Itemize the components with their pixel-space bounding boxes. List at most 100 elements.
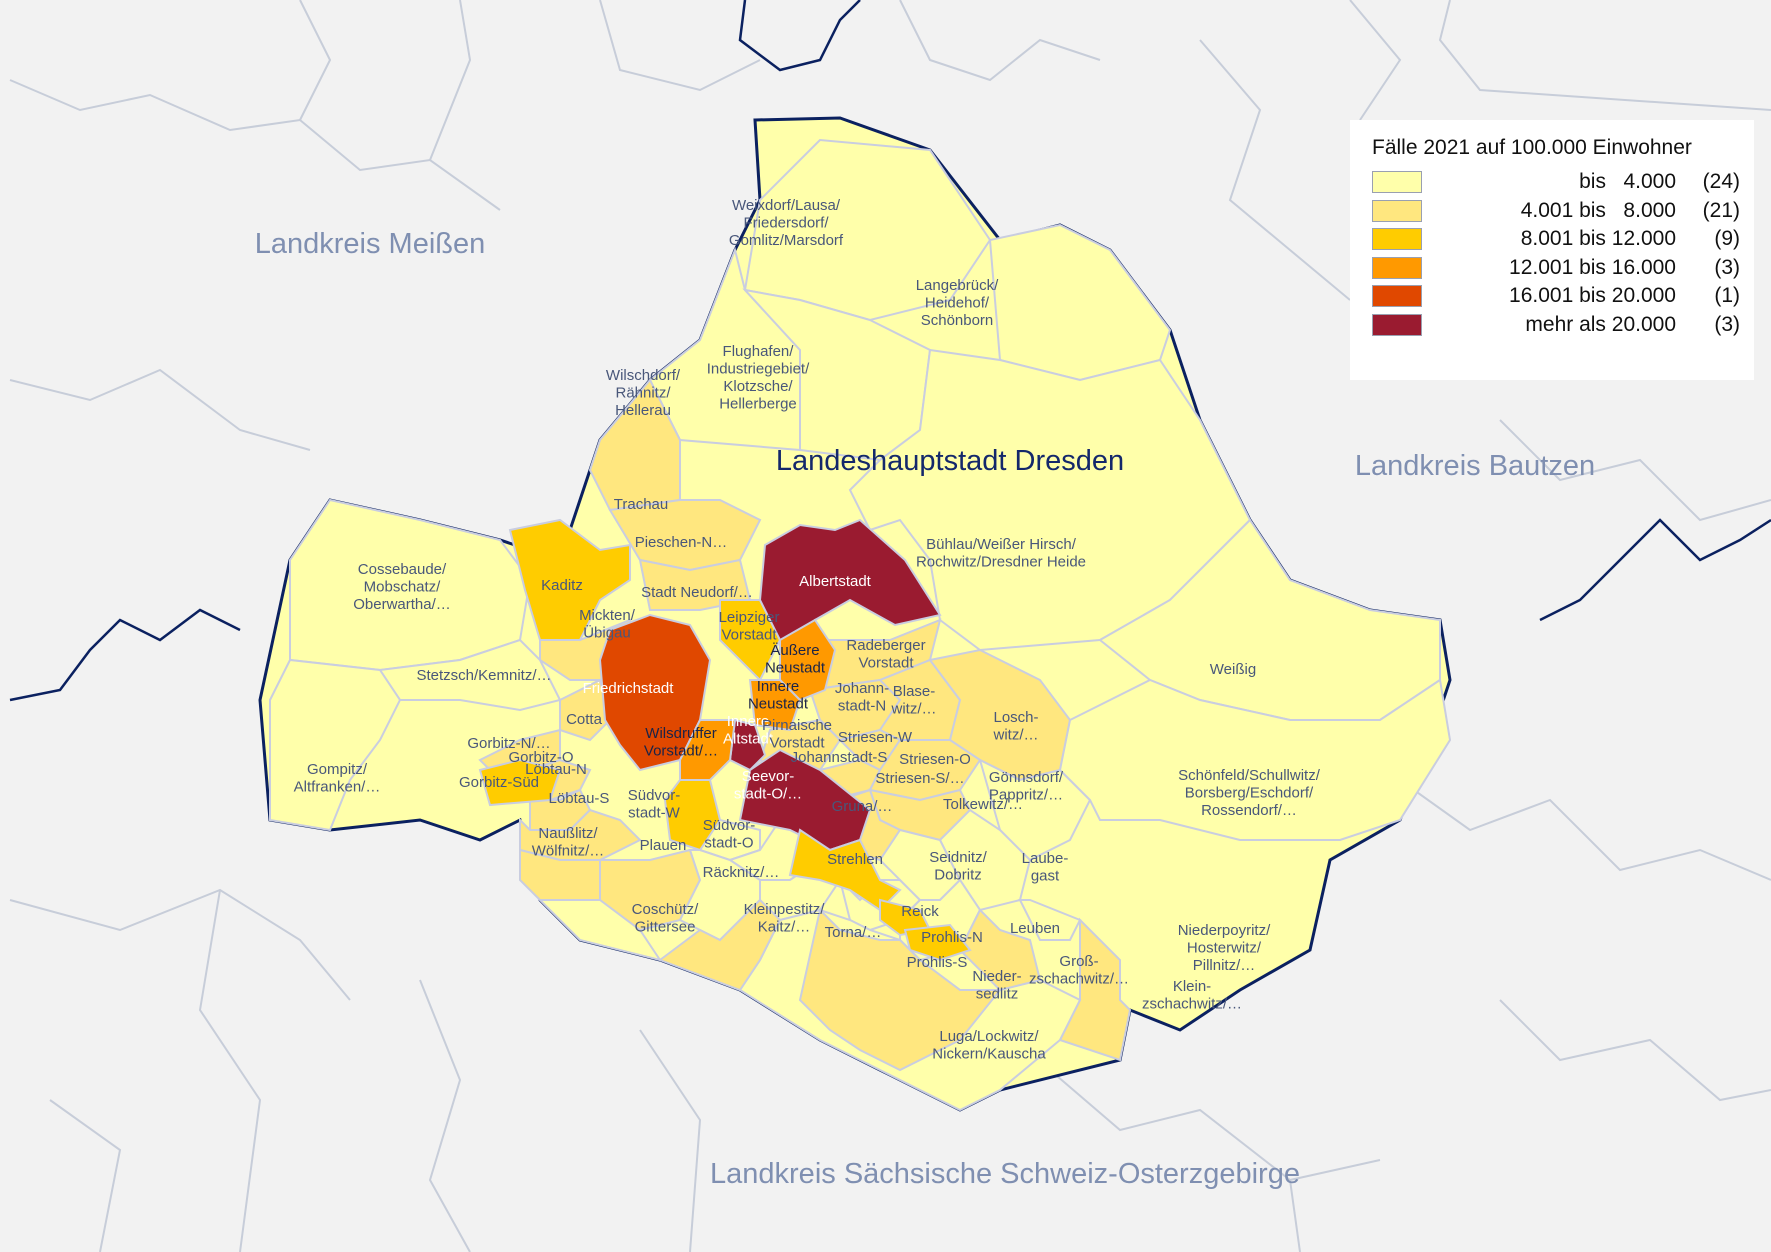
district-label: Friedrichstadt	[583, 680, 675, 697]
legend-range: 16.001 bis 20.000	[1509, 284, 1676, 308]
district-label: Seidnitz/Dobritz	[929, 849, 987, 884]
boundary-line	[1399, 779, 1771, 881]
district-label: Trachau	[614, 496, 668, 513]
legend-swatch	[1372, 313, 1422, 336]
district-label: Niederpoyritz/Hosterwitz/Pillnitz/…	[1178, 922, 1271, 974]
district-label: Prohlis-N	[921, 929, 983, 946]
district-label: Seevor-stadt-O/…	[734, 768, 802, 803]
district-label: Gorbitz-O	[508, 749, 573, 766]
legend-row: 4.001 bis 8.000(21)	[1372, 197, 1740, 226]
district-label: Südvor-stadt-W	[628, 787, 681, 822]
legend-swatch	[1372, 285, 1422, 308]
district-label: Pieschen-N…	[635, 534, 728, 551]
boundary-line	[1438, 0, 1771, 111]
outer-dark-line-west	[9, 608, 241, 702]
district-area	[788, 828, 902, 912]
district-label: Flughafen/Industriegebiet/Klotzsche/Hell…	[707, 343, 810, 413]
district-label: Losch-witz/…	[993, 709, 1039, 744]
district-label: Johann-stadt-N	[835, 680, 889, 715]
boundary-line	[9, 368, 311, 451]
legend-swatch	[1372, 256, 1422, 279]
boundary-line	[1499, 419, 1771, 522]
district-label: Coschütz/Gittersee	[632, 901, 700, 936]
district-area	[1058, 678, 1452, 841]
district-area	[663, 779, 722, 852]
district-label: Striesen-W	[838, 729, 913, 746]
district-label: Cossebaude/Mobschatz/Oberwartha/…	[353, 561, 451, 613]
boundary-line	[49, 1099, 122, 1252]
legend-range: mehr als 20.000	[1525, 312, 1676, 336]
district-label: Klein-zschachwitz/…	[1142, 978, 1242, 1013]
district-label: Johannstadt-S	[791, 749, 888, 766]
legend-row: 12.001 bis 16.000(3)	[1372, 254, 1740, 283]
district-label: Schönfeld/Schullwitz/Borsberg/Eschdorf/R…	[1178, 767, 1321, 819]
district-label: Plauen	[640, 837, 687, 854]
region-label-soe: Landkreis Sächsische Schweiz-Osterzgebir…	[710, 1158, 1300, 1190]
kreis-boundaries	[9, 0, 1771, 1252]
boundary-line	[639, 1029, 702, 1252]
district-label: Bühlau/Weißer Hirsch/Rochwitz/Dresdner H…	[916, 536, 1086, 571]
legend-swatch	[1372, 199, 1422, 222]
city-label: Landeshauptstadt Dresden	[776, 445, 1124, 477]
district-area	[478, 758, 562, 807]
legend-swatch	[1372, 171, 1422, 194]
districts-layer	[269, 138, 1452, 1112]
district-label: Tolkewitz/…	[943, 796, 1023, 813]
legend: Fälle 2021 auf 100.000 Einwohner bis 4.0…	[1350, 120, 1754, 380]
region-label-meissen: Landkreis Meißen	[255, 228, 486, 260]
district-label: Naußlitz/Wölfnitz/…	[532, 825, 605, 860]
district-area	[508, 518, 631, 641]
district-area	[657, 898, 782, 992]
district-label: Albertstadt	[799, 573, 872, 590]
district-label: Weixdorf/Lausa/Friedersdorf/Gomlitz/Mars…	[729, 197, 844, 249]
outer-dark-line-east	[1539, 518, 1771, 622]
boundary-line	[1499, 999, 1771, 1102]
legend-row: bis 4.000(24)	[1372, 168, 1740, 197]
district-label: Räcknitz/…	[703, 864, 780, 881]
boundary-line	[299, 0, 332, 121]
district-label: Torna/…	[825, 924, 882, 941]
district-label: Stadt Neudorf/…	[641, 584, 753, 601]
boundary-line	[1049, 1069, 1381, 1182]
district-label: Mickten/Übigau	[579, 607, 636, 642]
legend-count: (9)	[1714, 227, 1740, 251]
district-label: Prohlis-S	[907, 954, 968, 971]
legend-count: (3)	[1714, 255, 1740, 279]
district-label: Reick	[901, 903, 939, 920]
district-area	[559, 678, 612, 742]
district-label: Gorbitz-N/…	[467, 735, 550, 752]
boundary-line	[599, 0, 761, 92]
district-label: Luga/Lockwitz/Nickern/Kauscha	[932, 1028, 1046, 1063]
legend-count: (1)	[1714, 284, 1740, 308]
boundary-line	[429, 0, 472, 161]
legend-row: 8.001 bis 12.000 (9)	[1372, 225, 1740, 254]
district-label: Südvor-stadt-O	[703, 817, 756, 852]
district-label: Cotta	[566, 711, 603, 728]
boundary-line	[198, 889, 262, 1252]
region-label-bautzen: Landkreis Bautzen	[1355, 450, 1595, 482]
district-area	[269, 658, 402, 832]
legend-count: (24)	[1702, 170, 1740, 194]
boundary-line	[899, 0, 1101, 82]
district-label: Striesen-O	[899, 751, 971, 768]
district-area	[748, 679, 802, 732]
district-label: Löbtau-N	[525, 761, 587, 778]
legend-range: 8.001 bis 12.000	[1520, 227, 1676, 251]
legend-title: Fälle 2021 auf 100.000 Einwohner	[1372, 136, 1692, 159]
district-label: Strehlen	[827, 851, 883, 868]
boundary-line	[9, 79, 501, 211]
district-label: Gruna/…	[832, 798, 893, 815]
district-label: Löbtau-S	[549, 790, 610, 807]
district-label: Leuben	[1010, 920, 1060, 937]
outer-dark-line-north	[738, 0, 861, 72]
boundary-line	[1199, 39, 1351, 301]
district-label: Nieder-sedlitz	[972, 968, 1021, 1003]
district-label: Striesen-S/…	[875, 770, 964, 787]
district-label: Wilschdorf/Rähnitz/Hellerau	[606, 367, 681, 419]
